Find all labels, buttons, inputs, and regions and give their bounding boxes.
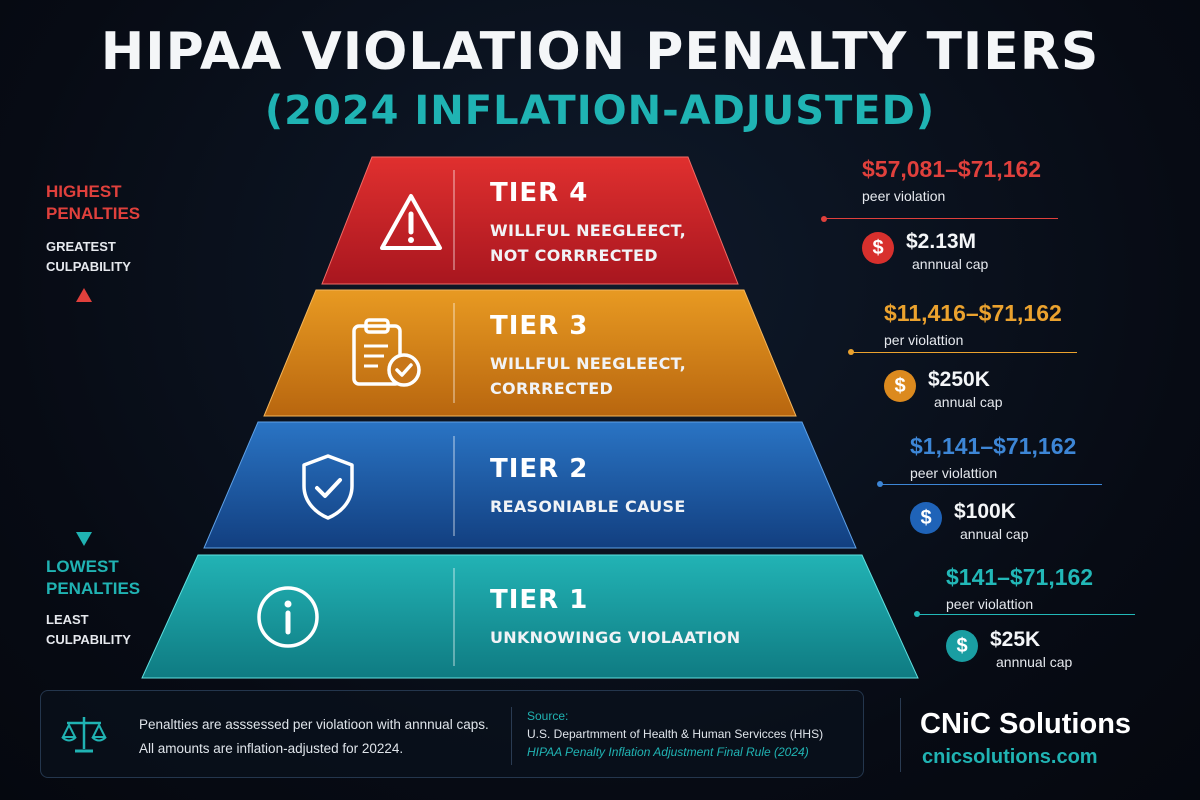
tier-2-cap-label: annual cap (960, 526, 1029, 542)
brand-url[interactable]: cnicsolutions.com (922, 746, 1098, 768)
tier-3-cap-label: annual cap (934, 394, 1003, 410)
info-circle-icon (257, 586, 319, 648)
footer-note-line1: Penaltties are asssessed per violatioon … (139, 717, 489, 732)
tier-4-cap-label: annnual cap (912, 256, 989, 272)
tier-2-penalty: $1,141–$71,162 peer violattion (910, 433, 1076, 481)
dollar-icon: $ (946, 630, 978, 662)
tier-1-range: $141–$71,162 (946, 564, 1094, 590)
source-line1: U.S. Departmment of Health & Human Servi… (527, 727, 824, 741)
tier-4-connector (824, 218, 1058, 219)
tier-4-title: TIER 4 (490, 178, 589, 208)
scales-icon (61, 717, 107, 753)
source-line2: HIPAA Penalty Inflation Adjustment Final… (527, 745, 809, 759)
dollar-icon: $ (910, 502, 942, 534)
tier-4-text: TIER 4 WILLFUL NEEGLEECT, NOT CORRRECTED (490, 178, 686, 268)
tier-1-band (141, 554, 919, 679)
scale-bottom-sub: LEAST CULPABILITY (46, 612, 131, 647)
tier-2-band (203, 421, 857, 549)
tier-3-penalty: $11,416–$71,162 per violattion (884, 300, 1062, 348)
tier-3-title: TIER 3 (490, 311, 589, 341)
culpability-arrow-icon (76, 288, 92, 546)
dollar-icon: $ (884, 370, 916, 402)
tier-1-desc: UNKNOWINGG VIOLAATION (490, 628, 741, 647)
tier-1-title: TIER 1 (490, 585, 589, 615)
tier-4-desc-line1: WILLFUL NEEGLEECT, (490, 221, 686, 240)
tier-3-connector (851, 352, 1077, 353)
brand-divider (900, 698, 901, 772)
clipboard-check-icon (352, 318, 421, 387)
scale-top-sub: GREATEST CULPABILITY (46, 239, 131, 274)
tier-1-cap-amount: $25K (990, 628, 1041, 651)
tier-4-desc-line2: NOT CORRRECTED (490, 246, 658, 265)
tier-1-penalty: $141–$71,162 peer violattion (946, 564, 1093, 612)
tier-2-text: TIER 2 REASONIABLE CAUSE (490, 454, 686, 519)
tier-2-title: TIER 2 (490, 454, 589, 484)
tier-2-per-label: peer violattion (910, 465, 998, 481)
tier-4-band (321, 156, 739, 285)
tier-2-range: $1,141–$71,162 (910, 433, 1077, 459)
tier-1-connector (917, 614, 1135, 615)
tier-4-connector-dot (821, 216, 827, 222)
dollar-icon: $ (862, 232, 894, 264)
tier-3-cap-amount: $250K (928, 368, 990, 391)
tier-2-cap-amount: $100K (954, 500, 1016, 523)
scale-top-label: HIGHEST PENALTIES (46, 182, 141, 223)
page-subtitle: (2024 INFLATION-ADJUSTED) (264, 88, 936, 134)
footer-divider (511, 707, 512, 765)
tier-3-per-label: per violattion (884, 332, 964, 348)
scale-bottom-label: LOWEST PENALTIES (46, 557, 141, 598)
tier-1-per-label: peer violattion (946, 596, 1034, 612)
tier-4-per-label: peer violation (862, 188, 946, 204)
tier-1-text: TIER 1 UNKNOWINGG VIOLAATION (490, 585, 740, 650)
tier-3-desc-line2: CORRRECTED (490, 379, 614, 398)
shield-check-icon (302, 454, 354, 520)
tier-1-cap-label: annnual cap (996, 654, 1073, 670)
brand-name: CNiC Solutions (920, 708, 1132, 740)
footer-note-line2: All amounts are inflation-adjusted for 2… (139, 741, 404, 756)
tier-3-desc-line1: WILLFUL NEEGLEECT, (490, 354, 686, 373)
page-title: HIPAA VIOLATION PENALTY TIERS (100, 22, 1100, 82)
tier-4-range: $57,081–$71,162 (862, 156, 1042, 182)
source-label: Source: (527, 709, 569, 723)
tier-3-range: $11,416–$71,162 (884, 300, 1062, 326)
tier-3-text: TIER 3 WILLFUL NEEGLEECT, CORRRECTED (490, 311, 686, 401)
footer-note-box: Penaltties are asssessed per violatioon … (40, 690, 864, 778)
tier-2-desc: REASONIABLE CAUSE (490, 497, 686, 516)
tier-4-penalty: $57,081–$71,162 peer violation (862, 156, 1041, 204)
tier-4-cap-amount: $2.13M (906, 230, 977, 253)
tier-2-connector (880, 484, 1102, 485)
warning-triangle-icon (380, 194, 442, 250)
footer-note: Penaltties are asssessed per violatioon … (139, 713, 489, 761)
